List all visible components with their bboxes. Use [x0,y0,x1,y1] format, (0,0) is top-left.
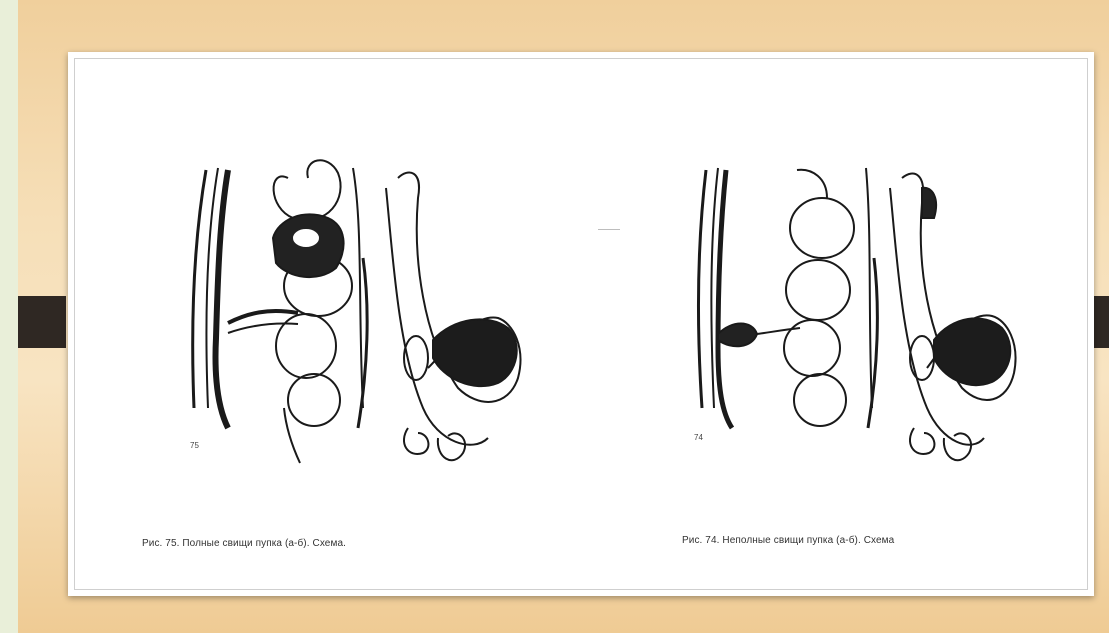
figure-right-illustration: 74 [622,108,1017,468]
figure-left: 75 Рис. 75. Полные свищи пупка (а-б). Сх… [78,108,538,468]
figure-right-number: 74 [694,433,703,442]
figure-left-number: 75 [190,441,199,450]
left-dark-tab [18,296,66,348]
figure-left-illustration: 75 [78,108,538,468]
left-margin-strip [0,0,18,633]
figure-left-caption: Рис. 75. Полные свищи пупка (а-б). Схема… [142,538,346,549]
right-dark-tab [1094,296,1109,348]
slide-card: 75 Рис. 75. Полные свищи пупка (а-б). Сх… [68,52,1094,596]
figure-right: 74 Рис. 74. Неполные свищи пупка (а-б). … [622,108,1017,468]
center-divider-mark [598,229,620,230]
figure-right-caption: Рис. 74. Неполные свищи пупка (а-б). Схе… [682,535,894,546]
